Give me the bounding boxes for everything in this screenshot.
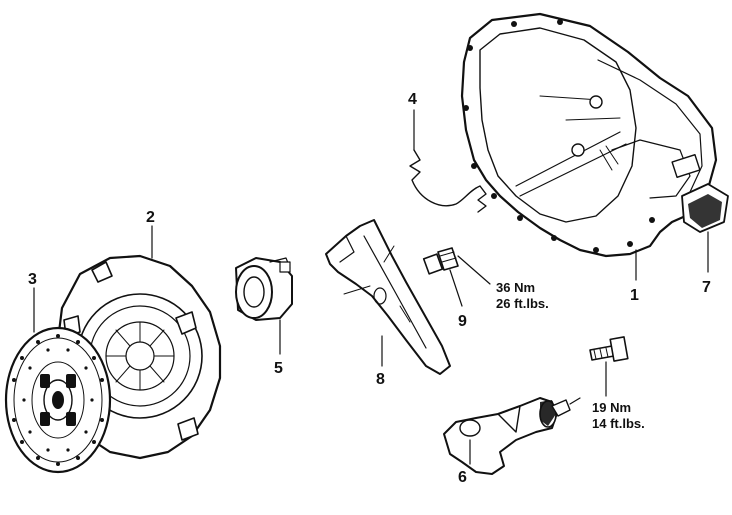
callout-3: 3 (28, 271, 37, 288)
fork-clip-wire (409, 109, 487, 213)
torque-bolt9-nm: 36 Nm (496, 280, 535, 295)
torque-bolt9-ftlbs: 26 ft.lbs. (496, 296, 549, 311)
callout-6: 6 (458, 469, 467, 486)
slave-cylinder-bolt (589, 336, 629, 397)
callout-1: 1 (630, 287, 639, 304)
release-fork (325, 219, 451, 375)
release-bearing (235, 257, 293, 355)
callout-2: 2 (146, 209, 155, 226)
pivot-bolt (422, 247, 491, 307)
slave-cylinder (443, 397, 581, 475)
clutch-housing (460, 12, 718, 281)
callout-7: 7 (702, 279, 711, 296)
torque-slave-nm: 19 Nm (592, 400, 631, 415)
callout-4: 4 (408, 91, 417, 108)
callout-8: 8 (376, 371, 385, 388)
torque-slave-ftlbs: 14 ft.lbs. (592, 416, 645, 431)
torque-labels: 36 Nm 26 ft.lbs. 19 Nm 14 ft.lbs. (496, 280, 645, 431)
callout-9: 9 (458, 313, 467, 330)
callout-5: 5 (274, 360, 283, 377)
inspection-cover (681, 183, 729, 273)
clutch-disc (4, 287, 112, 474)
callout-labels: 1 2 3 4 5 6 7 8 9 (28, 91, 711, 486)
